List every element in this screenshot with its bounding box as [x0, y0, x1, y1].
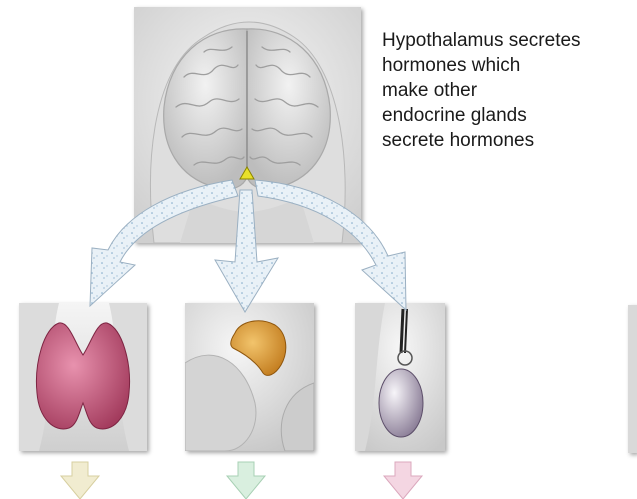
caption-line: endocrine glands: [382, 103, 632, 128]
caption-line: make other: [382, 78, 632, 103]
arrow-down-green: [227, 462, 265, 499]
caption-line: hormones which: [382, 53, 632, 78]
caption-line: Hypothalamus secretes: [382, 28, 632, 53]
arrow-to-adrenal: [215, 190, 278, 312]
arrow-down-yellow: [61, 462, 99, 499]
caption: Hypothalamus secretes hormones which mak…: [382, 28, 632, 153]
arrow-to-thyroid: [90, 180, 238, 306]
caption-line: secrete hormones: [382, 128, 632, 153]
arrow-down-pink: [384, 462, 422, 499]
arrow-to-ovary: [255, 180, 406, 310]
